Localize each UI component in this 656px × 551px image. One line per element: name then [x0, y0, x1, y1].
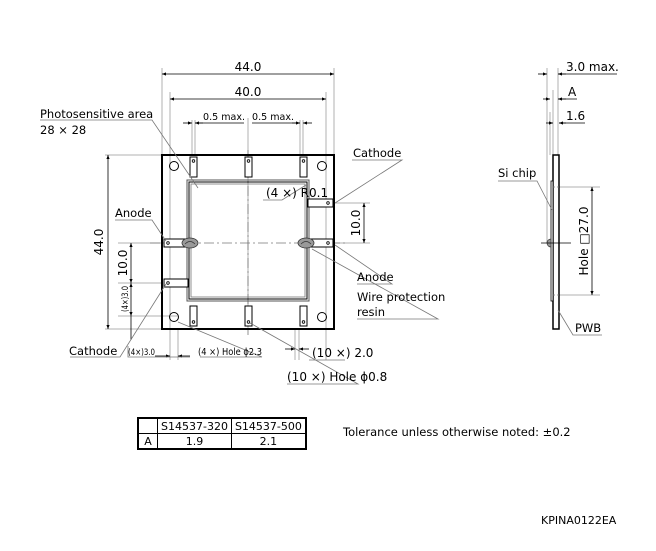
dim-max-thickness: 3.0 max.	[566, 60, 619, 74]
label-si-chip: Si chip	[498, 166, 536, 180]
dim-mount-holes: (4 ×) Hole ϕ2.3	[198, 347, 262, 358]
table-row: A 1.9 2.1	[137, 433, 307, 450]
dim-hole-pitch-width: 40.0	[235, 85, 262, 99]
label-resin-line2: resin	[357, 305, 385, 319]
label-anode-left: Anode	[115, 206, 152, 220]
dim-overall-height: 44.0	[92, 229, 106, 256]
table-header-cell: S14537-500	[230, 417, 307, 434]
dim-thickness-a: A	[568, 85, 577, 99]
dim-corner-offset-v: (4×)3.0	[121, 286, 131, 312]
dim-pwb-thickness: 1.6	[566, 109, 585, 123]
dim-pitch-right: 10.0	[349, 210, 363, 237]
dim-pad-width: (10 ×) 2.0	[312, 346, 373, 360]
table-cell: A	[137, 433, 158, 450]
table-cell: 2.1	[230, 433, 307, 450]
spec-table: S14537-320 S14537-500 A 1.9 2.1	[137, 417, 307, 450]
dim-pad-holes: (10 ×) Hole ϕ0.8	[287, 370, 387, 384]
tolerance-note: Tolerance unless otherwise noted: ±0.2	[343, 425, 571, 439]
table-cell: 1.9	[157, 433, 232, 450]
dim-hole-size: Hole □27.0	[577, 207, 591, 276]
table-header-cell	[137, 417, 158, 434]
dim-pitch-left: 10.0	[116, 250, 130, 277]
dim-corner-radius: (4 ×) R0.1	[266, 186, 328, 200]
table-header-row: S14537-320 S14537-500	[137, 417, 307, 434]
label-photosensitive-size: 28 × 28	[40, 123, 86, 137]
table-header-cell: S14537-320	[157, 417, 232, 434]
drawing-code: KPINA0122EA	[541, 514, 617, 527]
dim-corner-offset-h: (4×)3.0	[128, 348, 155, 358]
dim-pad-offset-right: 0.5 max.	[252, 112, 294, 123]
label-cathode-left: Cathode	[69, 344, 117, 358]
mount-holes	[169, 161, 327, 322]
pwb-side	[552, 154, 560, 330]
label-pwb: PWB	[575, 321, 601, 335]
label-cathode-right: Cathode	[353, 146, 401, 160]
front-view: 44.0 40.0 0.5 max. 0.5 max. Photosensiti…	[40, 60, 445, 385]
dim-pad-offset-left: 0.5 max.	[203, 112, 245, 123]
pads	[163, 156, 334, 327]
wire-protection-resin	[181, 237, 315, 249]
package-outline	[161, 154, 335, 330]
side-view: 3.0 max. A 1.6 Si chip PWB Hole □27.0	[498, 60, 619, 336]
label-photosensitive-area: Photosensitive area	[40, 107, 153, 121]
label-resin-line1: Wire protection	[357, 290, 445, 304]
label-anode-right: Anode	[357, 270, 394, 284]
dim-overall-width: 44.0	[235, 60, 262, 74]
